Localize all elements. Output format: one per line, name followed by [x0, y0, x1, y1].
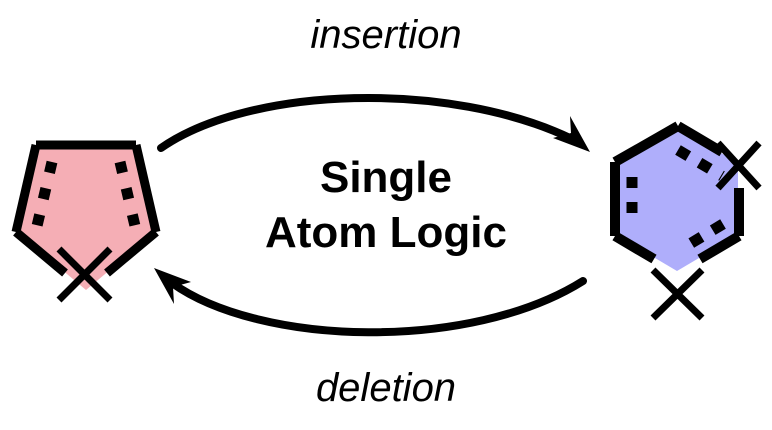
center-title-line-2: Atom Logic	[265, 208, 507, 257]
pentagon-fill	[17, 146, 155, 290]
deletion-arrow-shaft	[168, 277, 587, 337]
hexagon-edge-lower-right	[697, 231, 742, 264]
insertion-arrow-head	[553, 116, 590, 152]
insertion-label: insertion	[310, 13, 461, 57]
deletion-arrow-head	[154, 268, 191, 304]
insertion-arrow-shaft	[157, 93, 576, 152]
pentagon-edge-lower-left	[13, 228, 68, 277]
pentagon-edge-lower-right	[104, 228, 159, 277]
deletion-arrow	[154, 268, 587, 337]
pentagon-edge-upper-left	[11, 143, 41, 234]
insertion-arrow	[157, 93, 590, 152]
hexagon-heteroatom-x-top-right	[715, 140, 762, 191]
center-title-line-1: Single	[320, 153, 452, 202]
pentagon-dashed-bond-left	[31, 160, 58, 228]
hexagon-edge-upper-right	[675, 121, 725, 157]
hexagon-edge-upper-left	[612, 121, 681, 167]
hexagon-edge-lower-left	[612, 231, 657, 264]
hexagon-ring-group: X	[610, 121, 762, 321]
hexagon-dashed-bond-lower-right	[680, 219, 726, 253]
pentagon-heteroatom-x	[56, 246, 113, 303]
hexagon-dashed-bond-upper-right	[675, 145, 725, 181]
pentagon-dashed-bond-right	[114, 160, 141, 228]
pentagon-ring-group: X	[11, 140, 161, 303]
pentagon-edge-upper-right	[131, 143, 161, 234]
deletion-label: deletion	[316, 366, 456, 410]
hexagon-heteroatom-x-bottom	[650, 267, 705, 321]
